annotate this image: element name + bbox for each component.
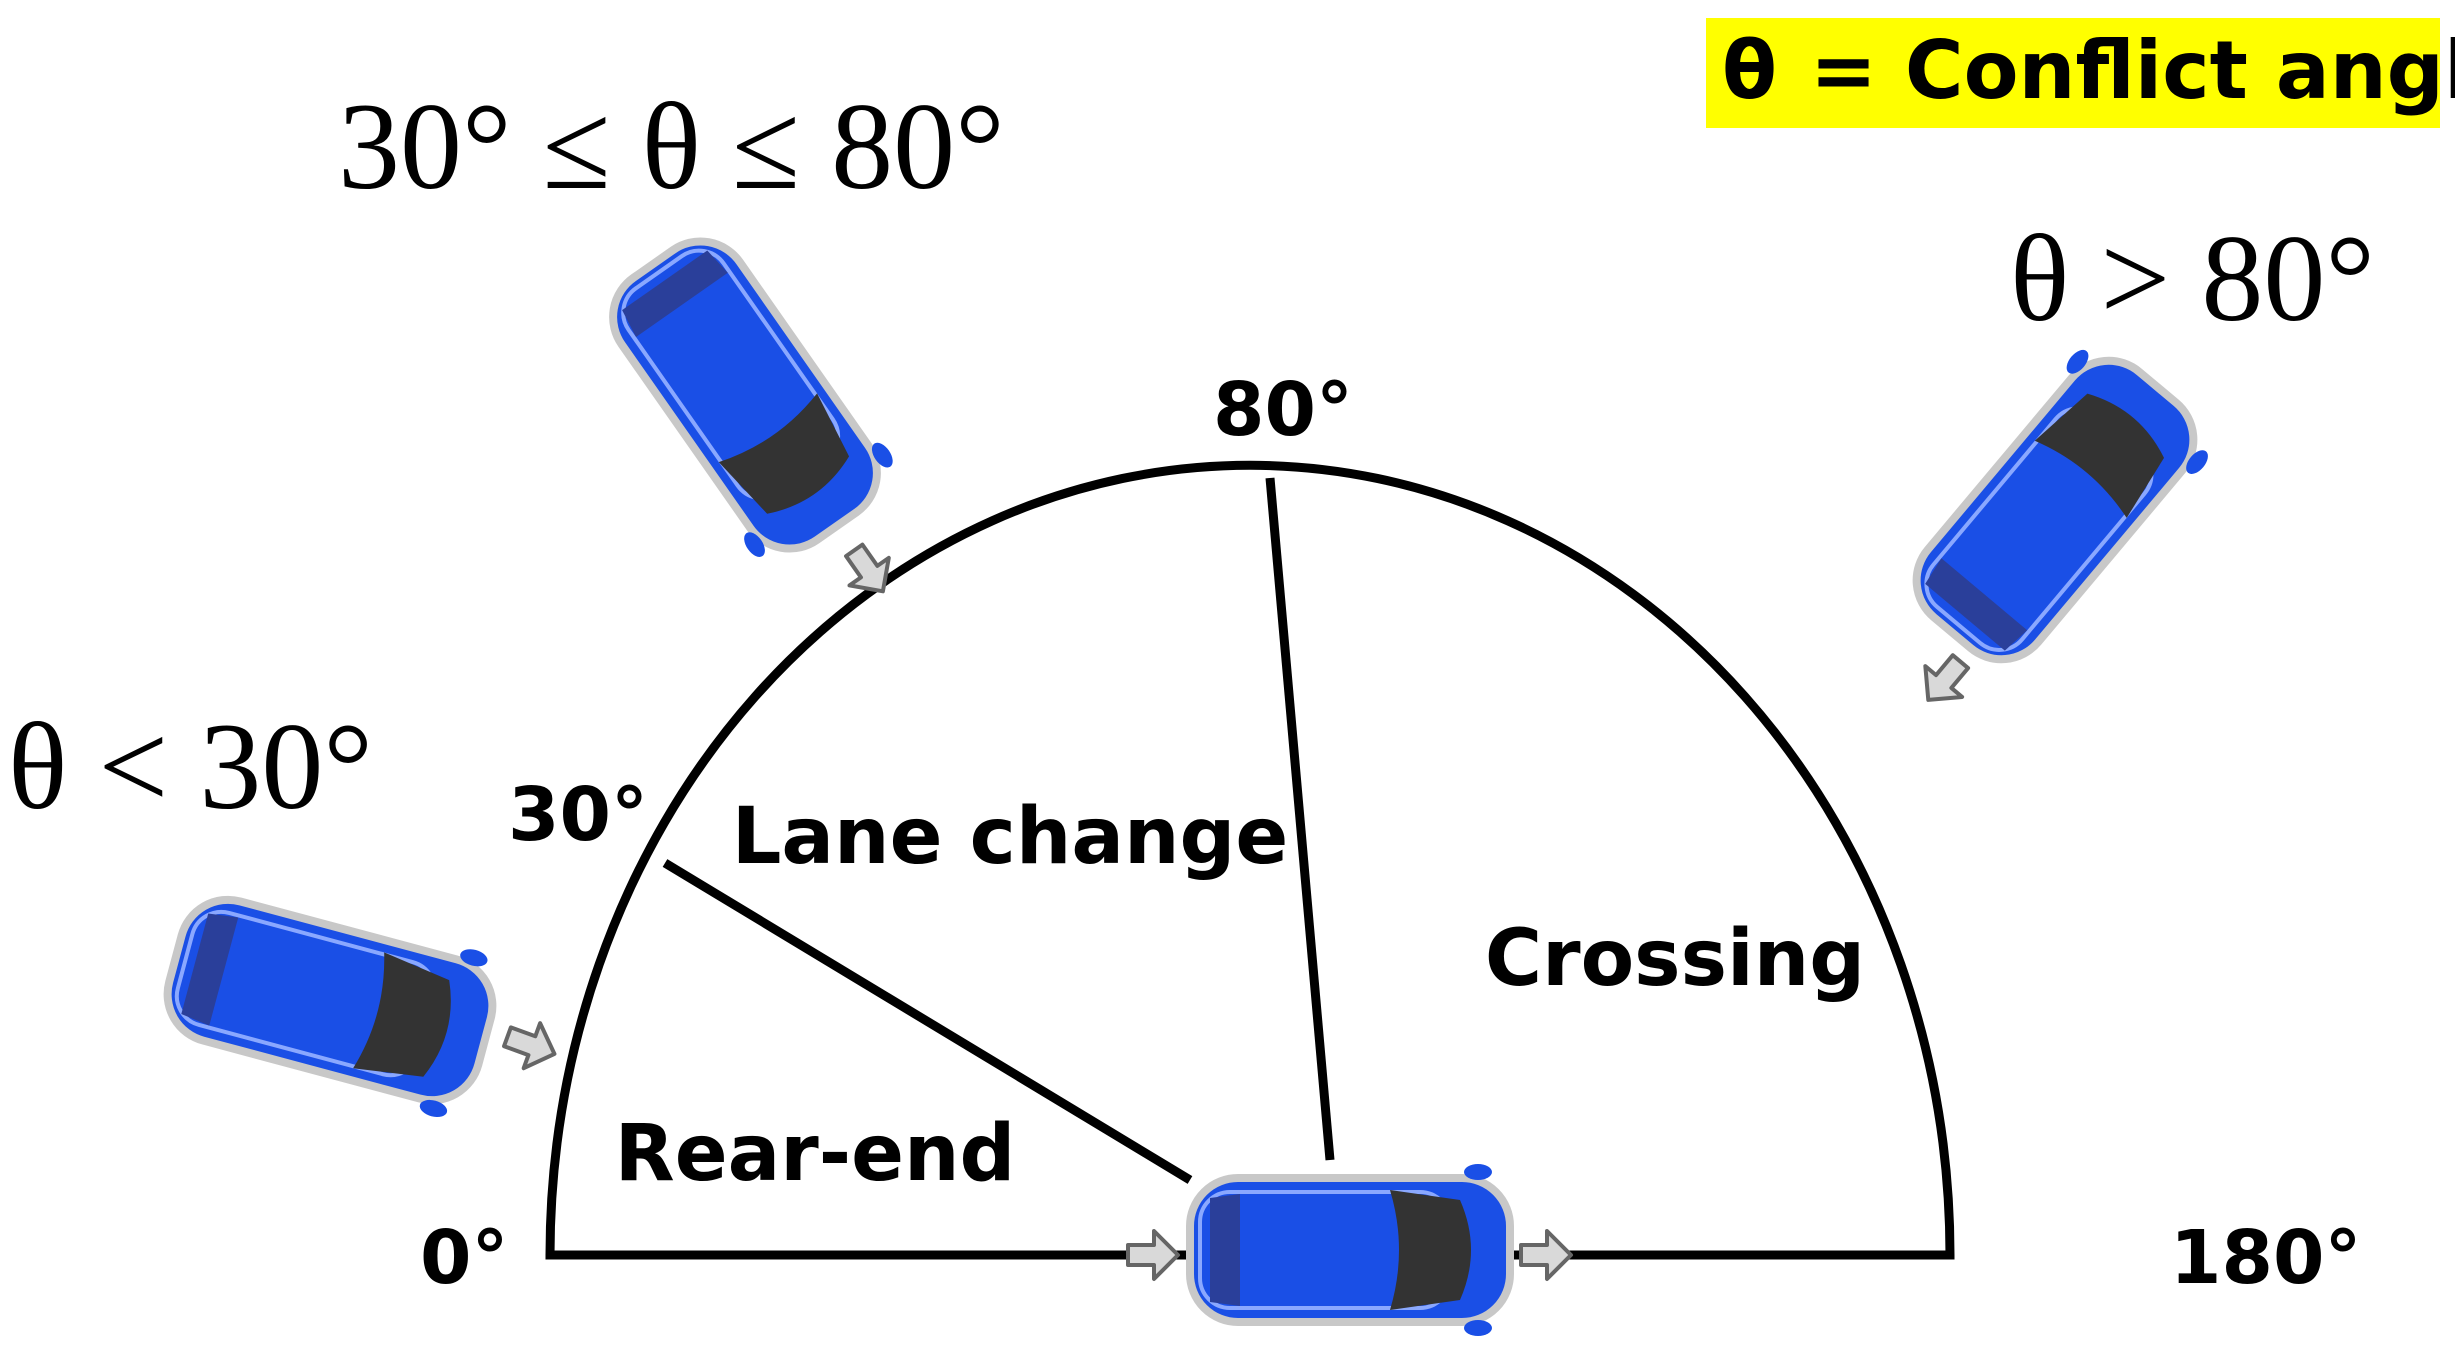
car-icon-30-80 bbox=[583, 215, 907, 576]
region-label-lane-change: Lane change bbox=[732, 792, 1289, 882]
legend-highlight bbox=[1706, 18, 2440, 128]
arrow-icon-above-80 bbox=[1907, 644, 1981, 718]
arrow-icon-below-30 bbox=[497, 1012, 565, 1079]
angle-label-30: 30° bbox=[508, 772, 648, 858]
condition-above-80: θ > 80° bbox=[2010, 210, 2375, 347]
angle-label-180: 180° bbox=[2170, 1215, 2361, 1301]
angle-label-80: 80° bbox=[1213, 367, 1353, 453]
divider-80 bbox=[1265, 477, 1335, 1161]
condition-below-30: θ < 30° bbox=[8, 698, 373, 835]
region-label-crossing: Crossing bbox=[1485, 914, 1865, 1004]
semicircle-outline bbox=[545, 460, 1955, 1260]
legend-symbol: θ bbox=[1722, 24, 1777, 117]
legend-text: = Conflict angle bbox=[1810, 24, 2455, 117]
car-icon-bottom bbox=[1190, 1164, 1510, 1336]
angle-label-0: 0° bbox=[420, 1215, 509, 1301]
region-label-rear-end: Rear-end bbox=[615, 1109, 1016, 1199]
car-icon-above-80 bbox=[1886, 332, 2223, 688]
condition-between-30-80: 30° ≤ θ ≤ 80° bbox=[338, 78, 1005, 215]
divider-30 bbox=[662, 859, 1193, 1184]
car-icon-below-30 bbox=[153, 876, 507, 1125]
